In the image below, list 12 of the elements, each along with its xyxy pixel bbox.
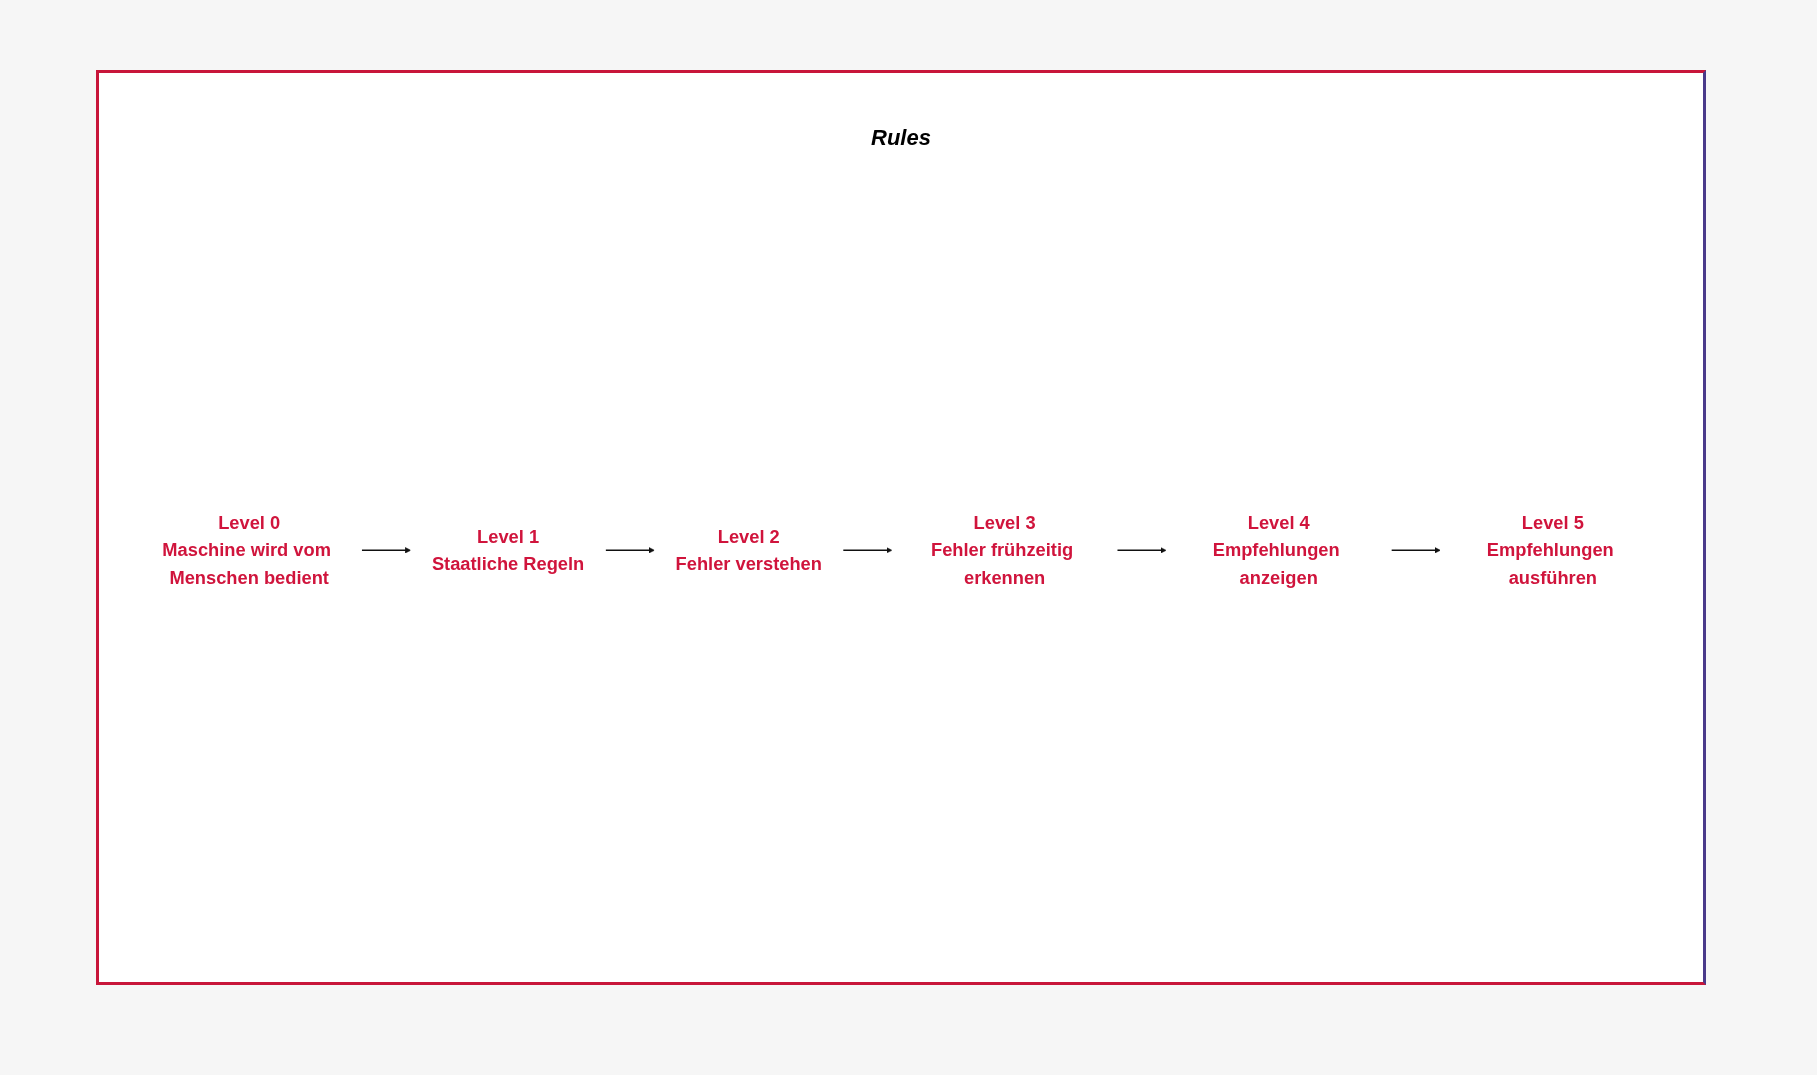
node-text: Level 3 Fehler frühzeitig erkennen [931,512,1074,589]
arrow [842,547,893,554]
arrow [360,547,412,554]
arrow [1390,547,1441,554]
node-text: Level 1 Staatliche Regeln [431,525,585,575]
node-text: Level 0 Maschine wird vom Menschen bedient [162,512,331,589]
node-text: Level 2 Fehler verstehen [675,525,822,575]
node-text: Level 4 Empfehlungen anzeigen [1212,512,1340,589]
arrow [1116,547,1167,554]
arrow [604,547,655,554]
icon-caption: Rules [871,124,931,150]
node-text: Level 5 Empfehlungen ausführen [1486,512,1614,589]
